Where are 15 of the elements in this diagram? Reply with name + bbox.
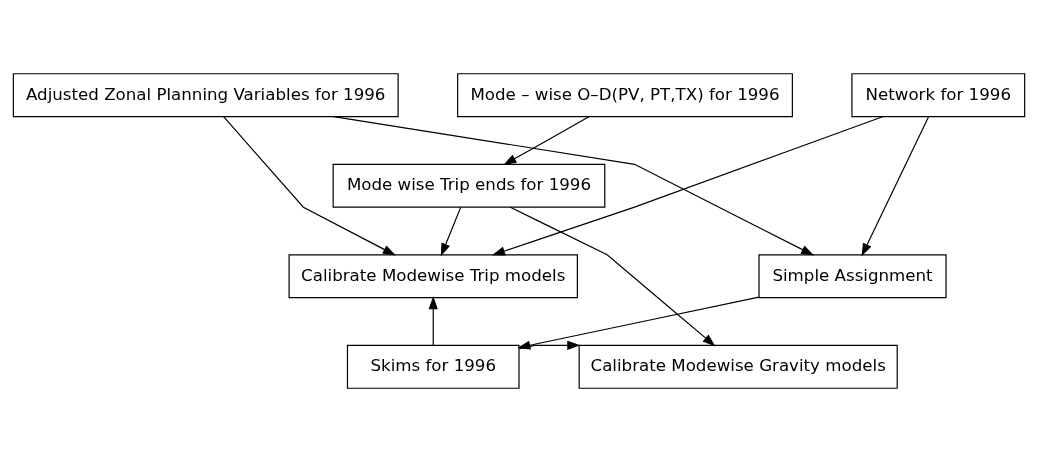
arrow	[428, 295, 438, 346]
node-box: Adjusted Zonal Planning Variables for 1996	[12, 72, 399, 117]
arrow	[503, 115, 590, 165]
node-box: Calibrate Modewise Gravity models	[578, 344, 898, 389]
node-box: Calibrate Modewise Trip models	[288, 253, 578, 298]
node-box: Mode – wise O–D(PV, PT,TX) for 1996	[457, 72, 793, 117]
arrow	[509, 206, 716, 346]
node-box: Simple Assignment	[758, 253, 947, 298]
arrow	[861, 115, 930, 256]
node-box: Skims for 1996	[346, 344, 520, 389]
arrow	[491, 115, 884, 255]
arrow	[440, 206, 462, 256]
node-box: Network for 1996	[851, 72, 1026, 117]
arrow	[223, 115, 396, 256]
node-box: Mode wise Trip ends for 1996	[332, 163, 606, 208]
